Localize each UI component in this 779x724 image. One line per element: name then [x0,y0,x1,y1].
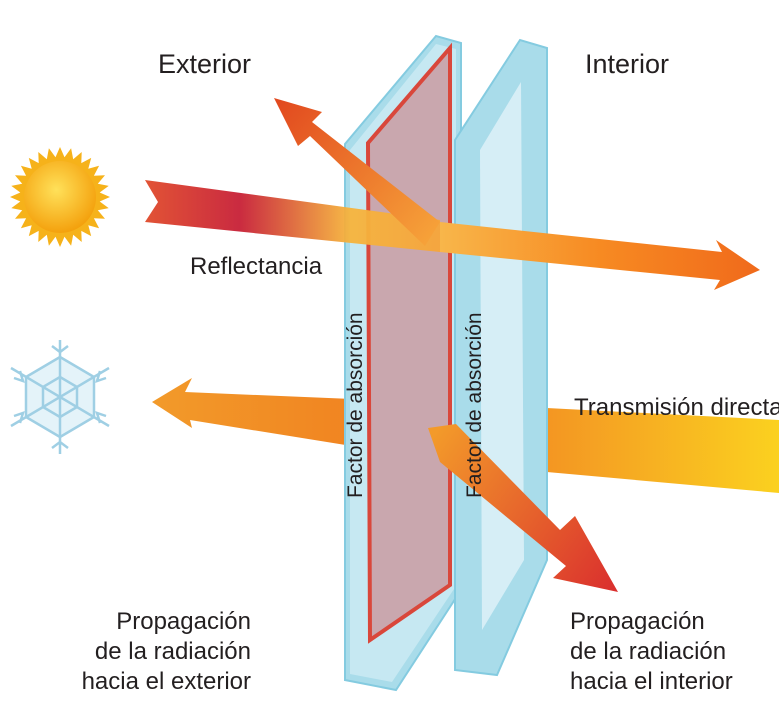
propagation-exterior-line-2: de la radiación [94,638,251,665]
reflected-radiation-arrow [274,98,440,246]
propagation-exterior-line-3: hacia el exterior [81,668,251,695]
incoming-radiation-arrow [145,180,440,252]
sun-disc [24,161,96,233]
propagation-exterior-label: Propagación de la radiación hacia el ext… [82,607,251,697]
sun-icon [10,147,110,247]
laminated-pane [365,42,452,644]
exterior-label: Exterior [158,49,252,79]
propagation-exterior-line-1: Propagación [116,608,251,635]
reflectance-label: Reflectancia [190,253,323,280]
interior-label: Interior [585,49,670,79]
transmitted-radiation-arrow [440,222,760,290]
propagation-interior-line-3: hacia el interior [570,668,733,695]
propagation-interior-line-1: Propagación [570,608,705,635]
direct-transmission-label: Transmisión directa [574,394,779,421]
snowflake-icon [10,340,110,454]
propagation-interior-line-2: de la radiación [570,638,727,665]
absorption-factor-label-2: Factor de absorción [463,312,486,498]
propagation-interior-label: Propagación de la radiación hacia el int… [570,607,733,697]
inward-propagation-arrow [428,424,618,592]
absorption-factor-label-1: Factor de absorción [344,312,367,498]
